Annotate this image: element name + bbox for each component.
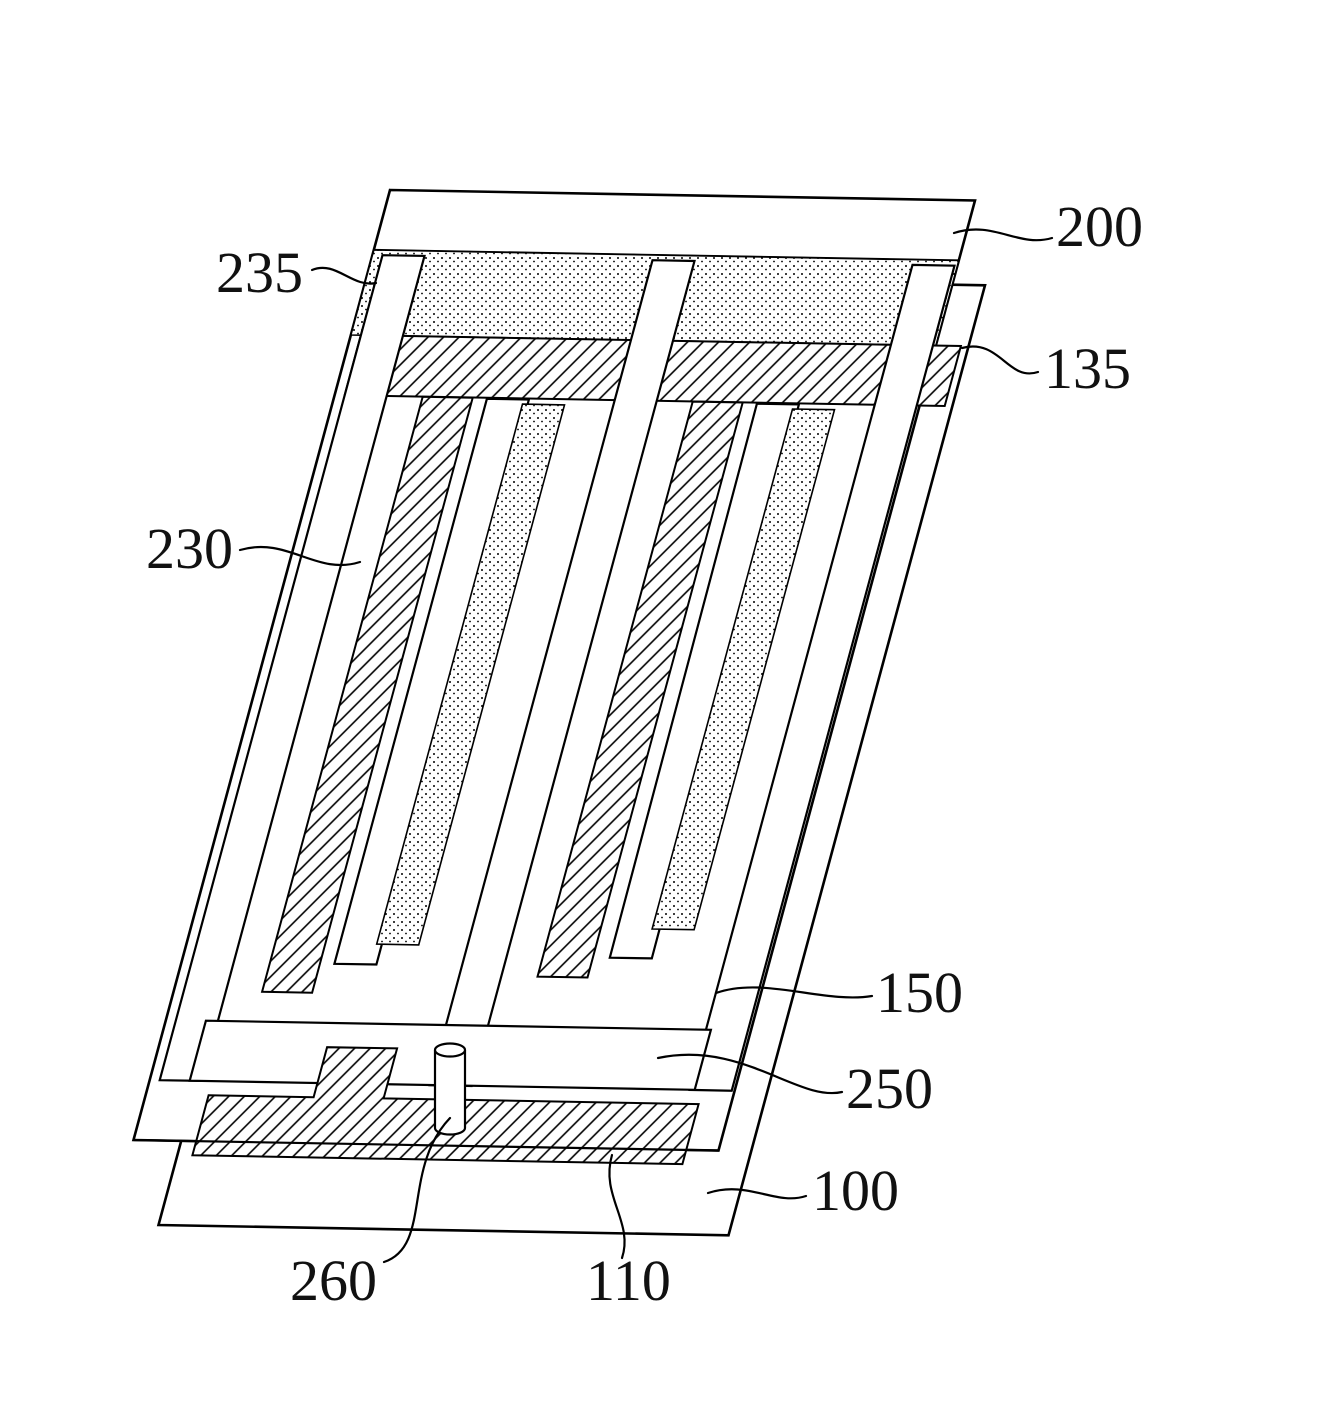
white-finger-1 [332,397,531,966]
leader-235 [310,266,378,285]
spacer-pillar-body [433,1050,467,1136]
stippled-finger-1 [375,403,566,946]
ref-label-260: 260 [290,1248,377,1313]
spacer-pillar-top [433,1042,467,1058]
leader-200 [952,228,1054,242]
leader-150 [714,986,874,999]
leader-135 [960,345,1040,375]
right-rail-electrode [688,263,956,1092]
white-finger-2 [608,402,801,960]
leader-250 [656,1053,844,1095]
ref-label-135: 135 [1044,336,1131,401]
leader-260 [382,1116,452,1264]
ref-label-110: 110 [586,1248,671,1313]
ref-label-200: 200 [1056,194,1143,259]
ref-label-250: 250 [846,1056,933,1121]
top-substrate-bottom-edge [133,1138,719,1152]
hatched-finger-1 [260,395,474,994]
stippled-finger-2 [651,408,836,931]
leader-100 [706,1188,808,1200]
leader-110 [608,1153,626,1260]
ref-label-100: 100 [812,1158,899,1223]
leader-230 [238,545,362,567]
ref-label-235: 235 [216,240,303,305]
ref-label-230: 230 [146,516,233,581]
hatched-finger-2 [536,400,744,979]
ref-label-150: 150 [876,960,963,1025]
